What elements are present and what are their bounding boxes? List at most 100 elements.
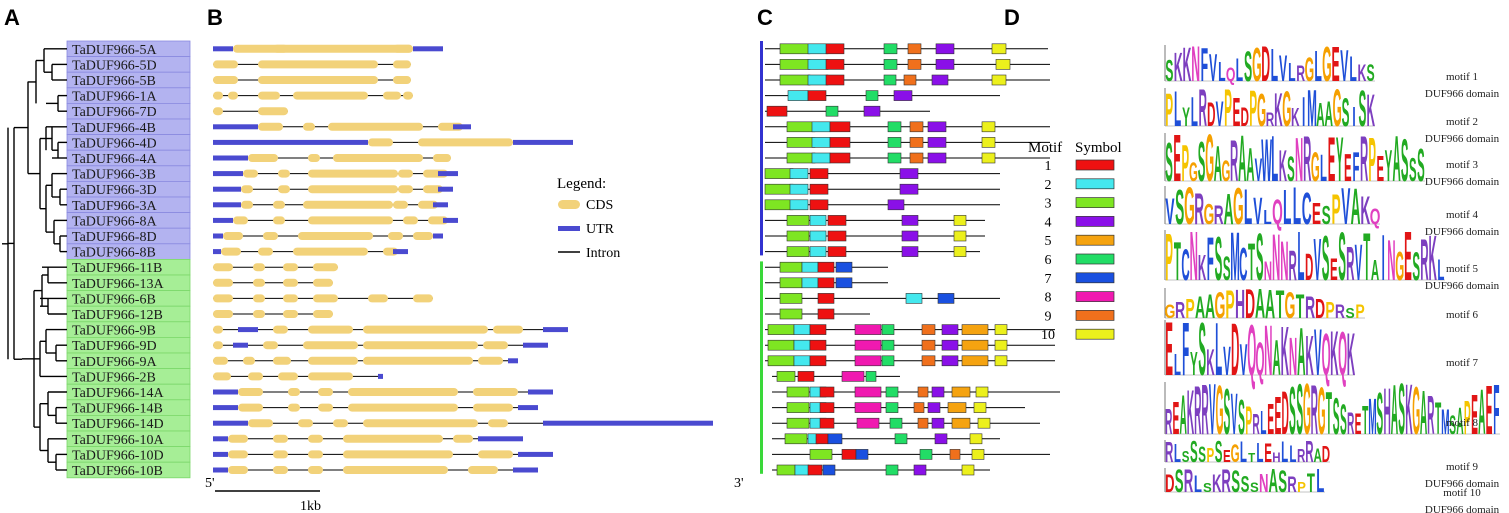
logo-letter: R bbox=[1184, 465, 1194, 500]
logo-letter: S bbox=[1342, 91, 1350, 136]
cds-exon bbox=[273, 44, 413, 53]
logo-letter: A bbox=[1195, 291, 1205, 326]
logo-letter: Q bbox=[1226, 64, 1236, 86]
motif-box-1 bbox=[809, 324, 827, 335]
motif-box-3 bbox=[786, 417, 810, 429]
logo-letter: P bbox=[1245, 400, 1252, 444]
motif-box-6 bbox=[881, 355, 895, 367]
logo-letter: V bbox=[1253, 191, 1262, 234]
logo-letter: K bbox=[1281, 312, 1289, 390]
motif-box-7 bbox=[822, 464, 836, 476]
logo-letter: E bbox=[1377, 149, 1385, 189]
cds-exon bbox=[478, 450, 513, 459]
logo-letter: L bbox=[1314, 41, 1321, 90]
utr-segment bbox=[213, 155, 248, 161]
motif-box-10 bbox=[953, 215, 967, 226]
motif-box-1 bbox=[809, 199, 829, 211]
logo-letter: E bbox=[1328, 124, 1336, 195]
logo-letter: G bbox=[1165, 301, 1176, 323]
logo-motif-label: motif 2 bbox=[1446, 116, 1478, 128]
logo-letter: K bbox=[1198, 248, 1206, 288]
motif-box-6 bbox=[825, 105, 839, 117]
motif-box-4 bbox=[901, 215, 919, 226]
logo-letter: S bbox=[1198, 442, 1206, 467]
logo-letter: H bbox=[1383, 374, 1390, 448]
logo-letter: P bbox=[1207, 444, 1215, 467]
logo-letter: S bbox=[1376, 382, 1383, 448]
logo-letter: S bbox=[1182, 447, 1190, 465]
motif-box-2 bbox=[807, 74, 829, 86]
cds-exon bbox=[313, 278, 333, 287]
logo-letter: L bbox=[1320, 147, 1327, 190]
motif-box-2 bbox=[807, 43, 829, 55]
logo-letter: P bbox=[1165, 221, 1173, 295]
logo-motif-label: motif 1 bbox=[1446, 71, 1478, 83]
cds-exon bbox=[303, 122, 315, 131]
logo-letter: L bbox=[1174, 347, 1181, 381]
motif-box-3 bbox=[786, 246, 810, 257]
motif-box-4 bbox=[931, 386, 945, 398]
motif-box-10 bbox=[975, 386, 989, 398]
logo-letter: S bbox=[1250, 480, 1259, 495]
logo-letter: E bbox=[1173, 393, 1180, 446]
motif-legend-number: 7 bbox=[1045, 272, 1052, 287]
cds-exon bbox=[318, 388, 333, 396]
logo-letter: K bbox=[1279, 140, 1287, 191]
logo-letter: K bbox=[1367, 86, 1375, 137]
motif-legend-swatch bbox=[1075, 310, 1115, 321]
cds-exon bbox=[393, 200, 408, 209]
logo-letter: G bbox=[1318, 375, 1326, 449]
utr-segment bbox=[213, 436, 228, 442]
logo-letter: F bbox=[1201, 40, 1208, 92]
logo-domain-label: DUF966 domain bbox=[1425, 504, 1500, 513]
motif-box-8 bbox=[841, 371, 865, 382]
logo-letter: A bbox=[1205, 287, 1215, 326]
cds-exon bbox=[298, 232, 373, 240]
motif-box-1 bbox=[817, 308, 835, 320]
cds-exon bbox=[213, 325, 223, 334]
motif-box-2 bbox=[811, 137, 831, 148]
logo-letter: A bbox=[1224, 185, 1234, 234]
logo-letter: W bbox=[1261, 128, 1272, 195]
logo-letter: S bbox=[1241, 471, 1250, 497]
motif-box-7 bbox=[827, 433, 843, 445]
logo-letter: E bbox=[1344, 147, 1352, 190]
motif-box-3 bbox=[809, 449, 833, 460]
cds-exon bbox=[308, 169, 398, 178]
utr-segment bbox=[543, 327, 568, 333]
motif-box-6 bbox=[889, 417, 903, 429]
utr-segment bbox=[413, 46, 443, 52]
logo-letter: S bbox=[1175, 179, 1184, 235]
cds-exon bbox=[238, 403, 263, 412]
logo-letter: T bbox=[1435, 393, 1441, 444]
motif-legend-header-symbol: Symbol bbox=[1075, 140, 1122, 156]
logo-letter: V bbox=[1209, 47, 1217, 90]
logo-letter: S bbox=[1165, 133, 1173, 194]
cds-exon bbox=[248, 154, 278, 162]
logo-letter: K bbox=[1212, 471, 1222, 499]
motif-box-4 bbox=[935, 59, 955, 70]
motif-box-9 bbox=[903, 74, 917, 86]
logo-letter: K bbox=[1174, 46, 1183, 91]
logo-letter: I bbox=[1382, 222, 1385, 294]
motif-box-3 bbox=[764, 168, 794, 179]
motif-legend-swatch bbox=[1075, 291, 1115, 302]
logo-letter: G bbox=[1204, 198, 1215, 230]
cds-exon bbox=[213, 60, 238, 69]
cds-exon bbox=[333, 419, 348, 428]
logo-letter: R bbox=[1194, 185, 1204, 235]
cds-exon bbox=[363, 325, 488, 334]
logo-letter: V bbox=[1216, 94, 1224, 134]
logo-letter: N bbox=[1280, 229, 1288, 293]
motif-box-3 bbox=[776, 464, 796, 476]
logo-letter: F bbox=[1207, 226, 1214, 294]
cds-exon bbox=[318, 403, 333, 412]
cds-exon bbox=[343, 434, 443, 443]
logo-domain-label: DUF966 domain bbox=[1425, 226, 1500, 238]
cds-exon bbox=[213, 107, 223, 116]
motif-box-1 bbox=[807, 90, 827, 101]
cds-exon bbox=[388, 232, 403, 240]
logo-letter: P bbox=[1325, 299, 1334, 324]
logo-domain-label: DUF966 domain bbox=[1425, 280, 1500, 292]
